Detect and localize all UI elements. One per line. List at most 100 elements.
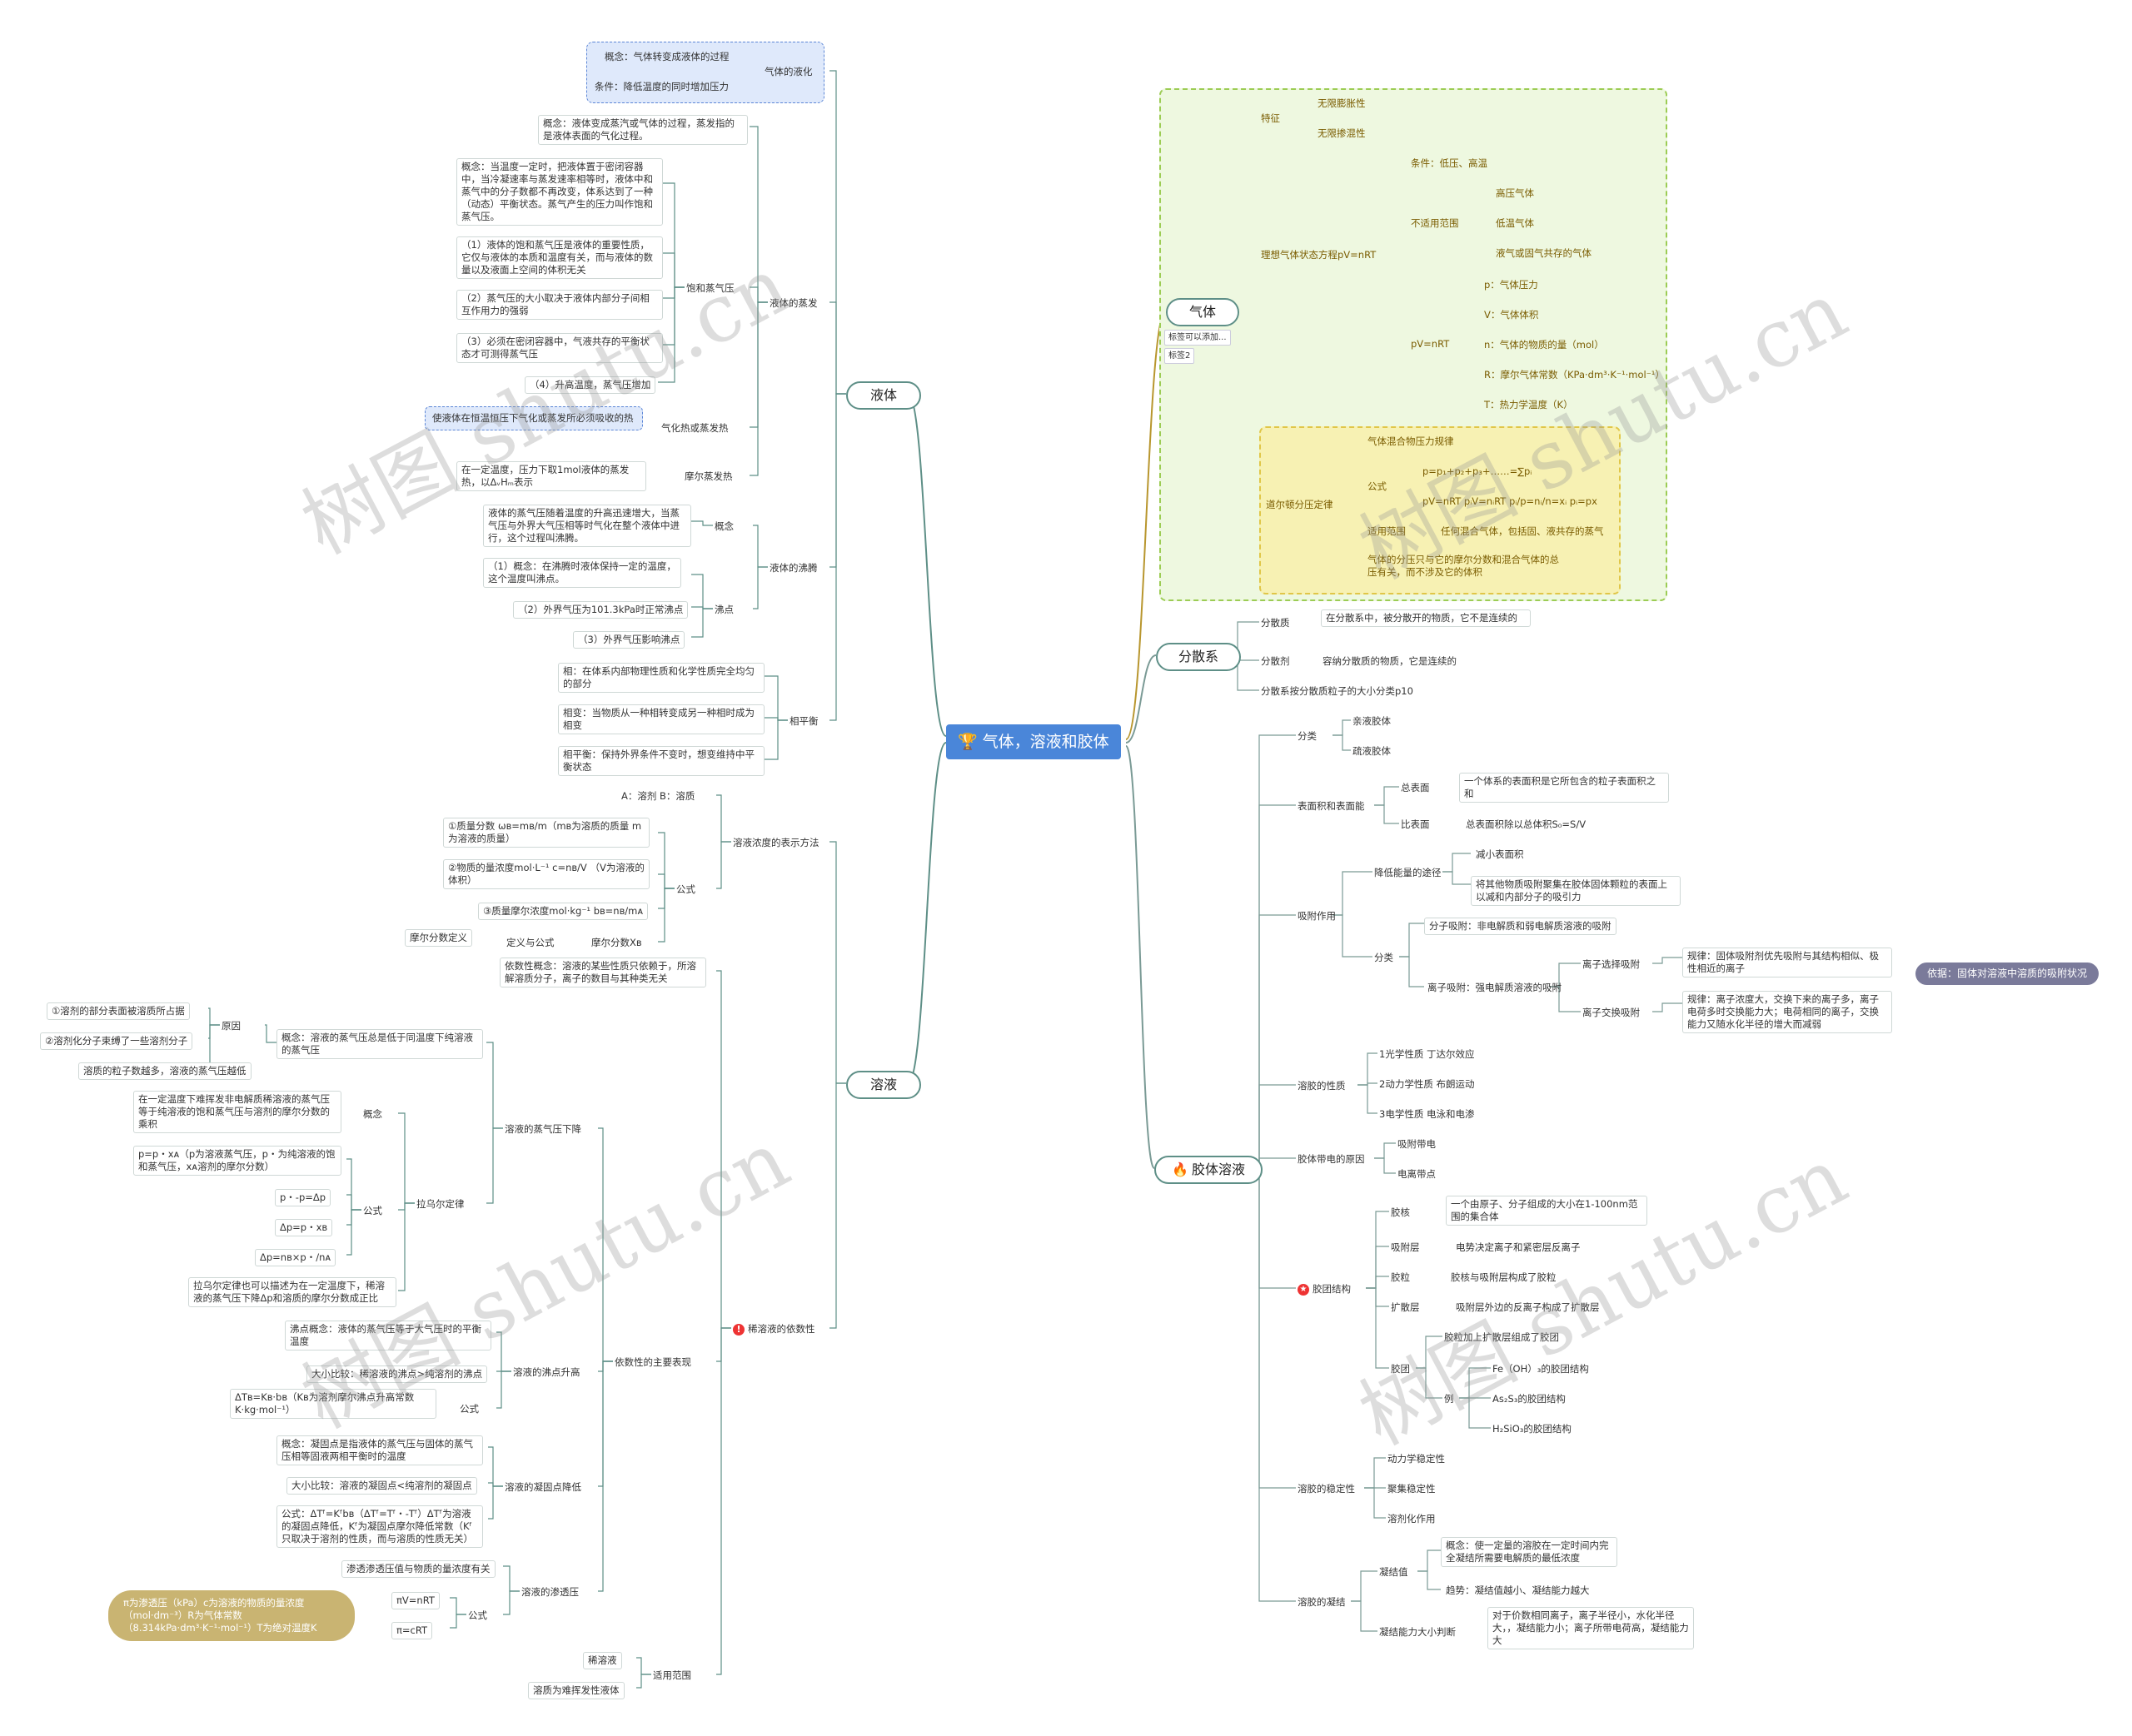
colloid-particle-def[interactable]: 胶核与吸附层构成了胶粒 [1451, 1271, 1557, 1283]
stability-item[interactable]: 动力学稳定性 [1387, 1453, 1445, 1465]
exchange-adsorption[interactable]: 离子交换吸附 [1582, 1007, 1640, 1018]
formula-item[interactable]: ②物质的量浓度mol·L⁻¹ c=nʙ/V （V为溶液的体积） [443, 859, 650, 889]
boiling-point-item[interactable]: （3）外界气压影响沸点 [573, 631, 685, 649]
stability-item[interactable]: 聚集稳定性 [1387, 1483, 1436, 1495]
pv-equation[interactable]: pV=nRT [1411, 338, 1450, 350]
gas-feature-item[interactable]: 无限膨胀性 [1318, 97, 1366, 109]
osmotic-formula[interactable]: πV=nRT [391, 1592, 440, 1609]
raoult-concept-label[interactable]: 概念 [363, 1108, 382, 1120]
applicable-scope[interactable]: 适用范围 [653, 1669, 691, 1681]
raoult-formula[interactable]: p=p・xᴀ（p为溶液蒸气压，p・为纯溶液的饱和蒸气压，xᴀ溶剂的摩尔分数） [133, 1146, 341, 1176]
dispersion-topic[interactable]: 分散系 [1156, 643, 1241, 671]
formula-item[interactable]: ①质量分数 ωʙ=mʙ/m（mʙ为溶质的质量 m为溶液的质量） [443, 818, 650, 848]
adsorption-basis[interactable]: 依据：固体对溶液中溶质的吸附状况 [1915, 963, 2100, 985]
selective-adsorption[interactable]: 离子选择吸附 [1582, 958, 1640, 970]
pv-item[interactable]: R：摩尔气体常数（KPa·dm³·K⁻¹·mol⁻¹） [1484, 369, 1665, 381]
apply-item[interactable]: 稀溶液 [583, 1652, 622, 1669]
osmotic-note[interactable]: π为渗透压（kPa）c为溶液的物质的量浓度（mol·dm⁻³）R为气体常数（8.… [108, 1590, 355, 1641]
phase-equilibrium[interactable]: 相平衡 [790, 715, 819, 727]
raoult-formula-label[interactable]: 公式 [363, 1205, 382, 1216]
gas-feature[interactable]: 特征 [1261, 112, 1280, 124]
concentration-methods[interactable]: 溶液浓度的表示方法 [733, 837, 819, 848]
reduce-item[interactable]: 将其他物质吸附聚集在胶体固体颗粒的表面上以减和内部分子的吸引力 [1471, 876, 1681, 906]
svp-point[interactable]: （2）蒸气压的大小取决于液体内部分子间相互作用力的强弱 [456, 290, 663, 320]
sol-coagulation[interactable]: 溶胶的凝结 [1298, 1596, 1346, 1608]
dalton-note[interactable]: 气体的分压只与它的摩尔分数和混合气体的总压有关，而不涉及它的体积 [1367, 554, 1559, 578]
boiling-point-elevation[interactable]: 溶液的沸点升高 [513, 1366, 580, 1378]
dalton-formula-item[interactable]: pV=nRT pᵢV=nᵢRT pᵢ/p=nᵢ/n=xᵢ pᵢ=px [1422, 495, 1597, 507]
example-item[interactable]: H₂SiO₃的胶团结构 [1492, 1423, 1572, 1435]
definition-formula[interactable]: 定义与公式 [506, 937, 555, 948]
sol-property-item[interactable]: 3电学性质 电泳和电渗 [1379, 1108, 1475, 1120]
diffuse-layer-def[interactable]: 吸附层外边的反离子构成了扩散层 [1456, 1301, 1600, 1313]
svp-point[interactable]: （1）液体的饱和蒸气压是液体的重要性质，它仅与液体的本质和温度有关，而与液体的数… [456, 236, 663, 279]
reduce-energy[interactable]: 降低能量的途径 [1374, 867, 1442, 878]
solvent-solute[interactable]: A：溶剂 B：溶质 [621, 790, 695, 802]
na-item[interactable]: 液气或固气共存的气体 [1496, 247, 1592, 259]
molecular-adsorption[interactable]: 分子吸附：非电解质和弱电解质溶液的吸附 [1424, 918, 1616, 935]
dispersion-medium-def[interactable]: 容纳分散质的物质，它是连续的 [1323, 655, 1457, 667]
mole-fraction[interactable]: 摩尔分数Xʙ [591, 937, 642, 948]
coagulation-concept[interactable]: 概念：使一定量的溶胶在一定时间内完全凝结所需要电解质的最低浓度 [1441, 1537, 1617, 1567]
na-item[interactable]: 低温气体 [1496, 217, 1534, 229]
total-surface-def[interactable]: 一个体系的表面积是它所包含的粒子表面积之和 [1459, 773, 1669, 803]
heat-def[interactable]: 使液体在恒温恒压下气化或蒸发所必须吸收的热 [425, 406, 643, 430]
bp-elevation-compare[interactable]: 大小比较：稀溶液的沸点>纯溶剂的沸点 [306, 1365, 488, 1383]
dispersed-phase-def[interactable]: 在分散系中，被分散开的物质，它不是连续的 [1321, 609, 1531, 627]
fp-compare[interactable]: 大小比较：溶液的凝固点<纯溶剂的凝固点 [286, 1477, 477, 1495]
colloid-particle[interactable]: 胶粒 [1391, 1271, 1410, 1283]
pv-item[interactable]: p：气体压力 [1484, 279, 1538, 291]
dalton-formula[interactable]: 公式 [1367, 480, 1387, 492]
vp-reason-item[interactable]: 溶质的粒子数越多，溶液的蒸气压越低 [78, 1062, 252, 1080]
colloid-core[interactable]: 胶核 [1391, 1206, 1410, 1218]
phase-change-def[interactable]: 相变：当物质从一种相转变成另一种相时成为相变 [558, 704, 765, 734]
pv-item[interactable]: n：气体的物质的量（mol） [1484, 339, 1604, 351]
svp-point[interactable]: （3）必须在密闭容器中，气液共存的平衡状态才可测得蒸气压 [456, 333, 663, 363]
concentration-formula[interactable]: 公式 [676, 883, 695, 895]
dispersion-classify[interactable]: 分散系按分散质粒子的大小分类p10 [1261, 685, 1413, 697]
vapor-pressure-lowering[interactable]: 溶液的蒸气压下降 [505, 1123, 581, 1135]
adsorption-layer-def[interactable]: 电势决定离子和紧密层反离子 [1456, 1241, 1581, 1253]
gas-liquefaction-concept[interactable]: 概念：气体转变成液体的过程 [605, 51, 730, 62]
dispersion-medium[interactable]: 分散剂 [1261, 655, 1290, 667]
colloid-classes[interactable]: 分类 [1298, 730, 1317, 742]
ionic-adsorption[interactable]: 离子吸附：强电解质溶液的吸附 [1427, 982, 1562, 993]
sol-properties[interactable]: 溶胶的性质 [1298, 1080, 1346, 1092]
colloid-class-item[interactable]: 疏液胶体 [1352, 745, 1391, 757]
colloid-class-item[interactable]: 亲液胶体 [1352, 715, 1391, 727]
raoult-formula[interactable]: Δp=nʙ×p・/nᴀ [255, 1249, 336, 1266]
adsorption-layer[interactable]: 吸附层 [1391, 1241, 1420, 1253]
svp-concept[interactable]: 概念：当温度一定时，把液体置于密闭容器中，当冷凝速率与蒸发速率相等时，液体中和蒸… [456, 158, 663, 226]
osmotic-item[interactable]: 渗透渗透压值与物质的量浓度有关 [341, 1560, 496, 1578]
heat-of-vaporization[interactable]: 气化热或蒸发热 [661, 422, 729, 434]
specific-surface[interactable]: 比表面 [1401, 818, 1430, 830]
example-item[interactable]: As₂S₃的胶团结构 [1492, 1393, 1566, 1405]
molar-heat-def[interactable]: 在一定温度，压力下取1mol液体的蒸发热，以ΔᵥHₘ表示 [456, 461, 646, 491]
selective-rule[interactable]: 规律：固体吸附剂优先吸附与其结构相似、极性相近的离子 [1682, 948, 1892, 977]
gas-feature-item[interactable]: 无限掺混性 [1318, 127, 1366, 139]
coagulation-value[interactable]: 凝结值 [1379, 1566, 1408, 1578]
osmotic-formula-label[interactable]: 公式 [468, 1609, 487, 1621]
freezing-point-depression[interactable]: 溶液的凝固点降低 [505, 1481, 581, 1493]
colloid-core-def[interactable]: 一个由原子、分子组成的大小在1-100nm范围的集合体 [1446, 1196, 1647, 1226]
micelle[interactable]: 胶团 [1391, 1363, 1410, 1375]
diffuse-layer[interactable]: 扩散层 [1391, 1301, 1420, 1313]
exchange-rule[interactable]: 规律：离子浓度大，交换下来的离子多，离子电荷多时交换能力大；电荷相同的离子，交换… [1682, 991, 1892, 1033]
na-item[interactable]: 高压气体 [1496, 187, 1534, 199]
colligative-properties[interactable]: !稀溶液的依数性 [731, 1322, 817, 1336]
dalton-scope[interactable]: 适用范围 [1367, 525, 1406, 537]
saturated-vapor-pressure[interactable]: 饱和蒸气压 [686, 282, 735, 294]
root-topic[interactable]: 🏆气体，溶液和胶体 [946, 724, 1121, 759]
colligative-concept[interactable]: 依数性概念：溶液的某些性质只依赖于，所溶解溶质分子，离子的数目与其种类无关 [500, 958, 706, 987]
example-item[interactable]: Fe（OH）₃的胶团结构 [1492, 1363, 1589, 1375]
vp-reason[interactable]: 原因 [222, 1020, 241, 1032]
boiling-point[interactable]: 沸点 [715, 604, 734, 615]
total-surface[interactable]: 总表面 [1401, 782, 1430, 793]
fp-formula[interactable]: 公式：ΔTᶠ=Kᶠbʙ（ΔTᶠ=Tᶠ・-Tᶠ）ΔTᶠ为溶液的凝固点降低，Kᶠ为凝… [276, 1505, 483, 1548]
sol-property-item[interactable]: 2动力学性质 布朗运动 [1379, 1078, 1475, 1090]
reduce-item[interactable]: 减小表面积 [1476, 848, 1524, 860]
stability-item[interactable]: 溶剂化作用 [1387, 1513, 1436, 1525]
solution-topic[interactable]: 溶液 [846, 1071, 921, 1099]
liquid-boiling[interactable]: 液体的沸腾 [770, 562, 818, 574]
fp-concept[interactable]: 概念：凝固点是指液体的蒸气压与固体的蒸气压相等固液两相平衡时的温度 [276, 1435, 483, 1465]
